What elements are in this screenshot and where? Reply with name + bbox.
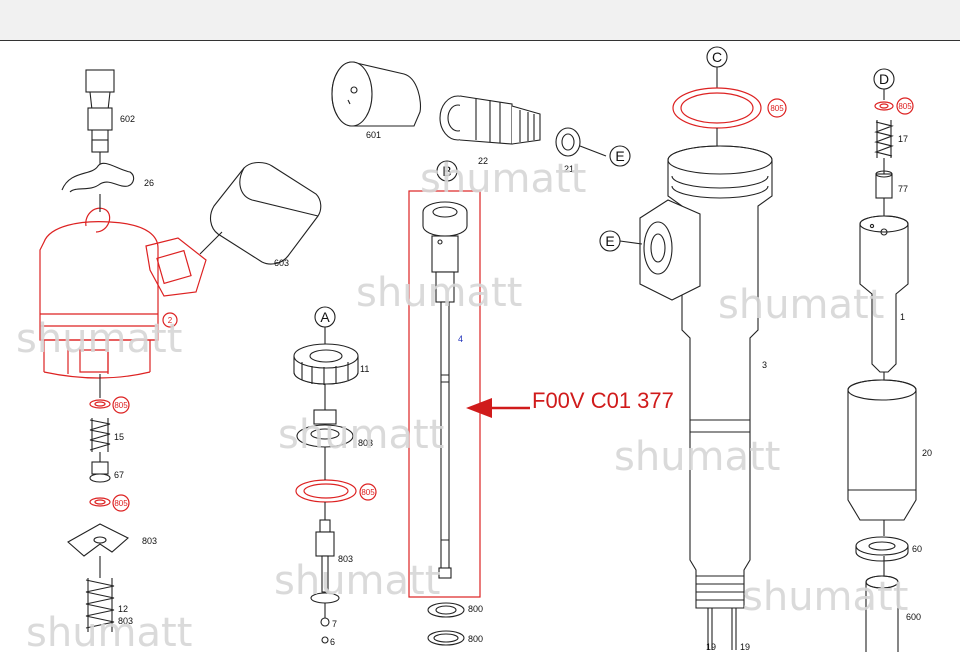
- label-600: 600: [906, 612, 921, 622]
- watermark-6: shumatt: [614, 434, 780, 480]
- label-19-b: 19: [740, 642, 750, 652]
- part-21-washer: [555, 127, 581, 157]
- watermark-4: shumatt: [718, 282, 884, 328]
- part-805-seal-left-1: [89, 399, 111, 409]
- label-4: 4: [458, 334, 463, 344]
- part-600-cap: [865, 575, 899, 652]
- watermark-9: shumatt: [26, 610, 192, 653]
- part-4-control-valve: [408, 190, 481, 598]
- marker-B: B: [436, 160, 458, 182]
- part-22-inlet-fitting: [439, 95, 541, 145]
- marker-E-top-label: E: [615, 148, 624, 164]
- label-805-e: 805: [898, 102, 912, 111]
- part-805-seal-left-2: [89, 497, 111, 507]
- top-header-band: [0, 0, 960, 41]
- label-602: 602: [120, 114, 135, 124]
- label-805-c: 805: [361, 488, 375, 497]
- part-602-connector: [85, 69, 115, 153]
- label-603: 603: [274, 258, 289, 268]
- label-21: 21: [564, 164, 574, 174]
- label-7: 7: [332, 619, 337, 629]
- label-800-b: 800: [468, 634, 483, 644]
- label-12: 12: [118, 604, 128, 614]
- callout-arrow: [466, 398, 530, 418]
- marker-D: D: [873, 68, 895, 90]
- watermark-8: shumatt: [742, 574, 908, 620]
- callout-part-number: F00V C01 377: [532, 388, 674, 413]
- label-3: 3: [762, 360, 767, 370]
- label-67: 67: [114, 470, 124, 480]
- watermark-5: shumatt: [278, 412, 444, 458]
- label-805-b: 805: [114, 499, 128, 508]
- part-6-seat: [321, 636, 329, 644]
- watermark-7: shumatt: [274, 558, 440, 604]
- part-603-cap: [209, 161, 322, 265]
- label-601: 601: [366, 130, 381, 140]
- part-77-shim: [875, 170, 893, 199]
- label-60: 60: [912, 544, 922, 554]
- part-803-valve-piece: [296, 409, 354, 448]
- marker-B-label: B: [442, 163, 451, 179]
- part-26-spring-clip: [61, 162, 135, 193]
- marker-A: A: [314, 306, 336, 328]
- watermark-1: shumatt: [420, 156, 586, 202]
- label-2: 2: [168, 316, 173, 325]
- label-15: 15: [114, 432, 124, 442]
- watermark-2: shumatt: [356, 270, 522, 316]
- label-803-a: 803: [142, 536, 157, 546]
- part-20-nozzle-nut: [847, 379, 917, 521]
- label-77: 77: [898, 184, 908, 194]
- part-12-spring: [85, 578, 115, 632]
- watermark-3: shumatt: [16, 316, 182, 362]
- label-26: 26: [144, 178, 154, 188]
- label-803-b: 803: [118, 616, 133, 626]
- label-1: 1: [900, 312, 905, 322]
- label-6: 6: [330, 637, 335, 647]
- part-2-magnet-assembly: [39, 207, 207, 379]
- part-15-spring: [89, 418, 111, 452]
- part-17-spring: [874, 120, 894, 158]
- marker-E-side-label: E: [605, 233, 614, 249]
- marker-C: C: [706, 46, 728, 68]
- part-803-armature-plate: [67, 523, 129, 557]
- label-805-d: 805: [770, 104, 784, 113]
- label-805-a: 805: [114, 401, 128, 410]
- label-17: 17: [898, 134, 908, 144]
- marker-E-side: E: [599, 230, 621, 252]
- label-803-c: 803: [358, 438, 373, 448]
- part-7-ball: [320, 617, 330, 627]
- label-803-d: 803: [338, 554, 353, 564]
- part-800-seal-a: [427, 602, 465, 618]
- part-3-injector-body: [639, 145, 773, 650]
- label-22: 22: [478, 156, 488, 166]
- part-805-seal-top: [672, 87, 762, 129]
- part-601-cap: [331, 61, 422, 127]
- part-805-seal-center: [295, 479, 357, 503]
- marker-E-top: E: [609, 145, 631, 167]
- marker-C-label: C: [712, 49, 722, 65]
- marker-D-label: D: [879, 71, 889, 87]
- part-60-washer: [855, 536, 909, 562]
- label-800-a: 800: [468, 604, 483, 614]
- label-20: 20: [922, 448, 932, 458]
- label-11: 11: [360, 364, 369, 374]
- part-800-seal-b: [427, 630, 465, 646]
- part-11-nut: [293, 343, 359, 385]
- label-19-a: 19: [706, 642, 716, 652]
- part-67-armature-bolt: [89, 461, 111, 483]
- marker-A-label: A: [320, 309, 330, 325]
- part-805-seal-right: [874, 101, 894, 111]
